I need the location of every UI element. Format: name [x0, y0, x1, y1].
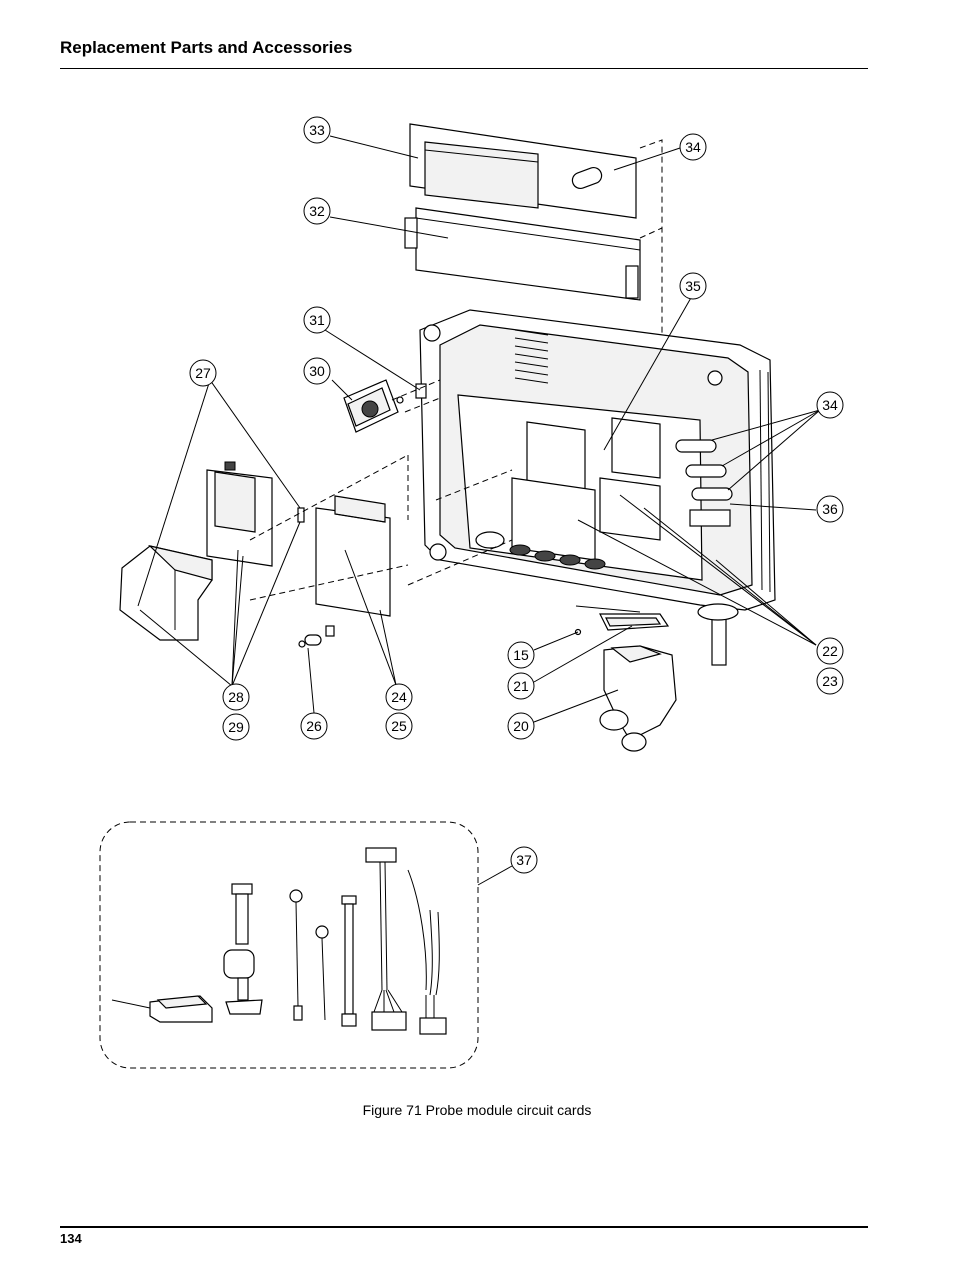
- svg-text:30: 30: [309, 363, 325, 379]
- header-rule: [60, 68, 868, 69]
- part-15-screw: [574, 605, 641, 636]
- callout-27: 27: [189, 359, 217, 387]
- page-number: 134: [60, 1231, 82, 1246]
- svg-text:23: 23: [822, 673, 838, 689]
- callout-34-right: 34: [816, 391, 844, 419]
- svg-text:28: 28: [228, 689, 244, 705]
- part-31-clip: [415, 383, 427, 399]
- callout-15: 15: [507, 641, 535, 669]
- svg-text:31: 31: [309, 312, 325, 328]
- section-header: Replacement Parts and Accessories: [60, 38, 353, 57]
- part-21-gasket: [599, 613, 670, 631]
- part-29-cover: [119, 544, 213, 641]
- svg-text:21: 21: [513, 678, 529, 694]
- svg-text:36: 36: [822, 501, 838, 517]
- callout-35: 35: [679, 272, 707, 300]
- callout-23: 23: [816, 667, 844, 695]
- callout-22: 22: [816, 637, 844, 665]
- callout-37: 37: [510, 846, 538, 874]
- callout-24: 24: [385, 683, 413, 711]
- part-32-power-module: [404, 207, 641, 301]
- callout-32: 32: [303, 197, 331, 225]
- part-27-standoff: [297, 507, 305, 523]
- svg-text:37: 37: [516, 852, 532, 868]
- svg-text:22: 22: [822, 643, 838, 659]
- svg-text:33: 33: [309, 122, 325, 138]
- part-24-card: [315, 495, 391, 617]
- callout-31: 31: [303, 306, 331, 334]
- callout-28: 28: [222, 683, 250, 711]
- svg-text:27: 27: [195, 365, 211, 381]
- part-28-card: [206, 461, 273, 567]
- callout-36: 36: [816, 495, 844, 523]
- svg-text:29: 29: [228, 719, 244, 735]
- svg-text:15: 15: [513, 647, 529, 663]
- svg-text:26: 26: [306, 718, 322, 734]
- part-26-ground-lug: [298, 625, 335, 648]
- callout-29: 29: [222, 713, 250, 741]
- callout-33: 33: [303, 116, 331, 144]
- part-30-fan: [343, 379, 404, 433]
- callout-20: 20: [507, 712, 535, 740]
- callout-30: 30: [303, 357, 331, 385]
- svg-text:24: 24: [391, 689, 407, 705]
- callout-26: 26: [300, 712, 328, 740]
- part-20-housing: [599, 645, 677, 752]
- callout-21: 21: [507, 672, 535, 700]
- part-34-battery: [571, 167, 603, 189]
- enclosure: [419, 309, 776, 666]
- cable-kit-group: 37: [99, 821, 538, 1069]
- svg-text:34: 34: [822, 397, 838, 413]
- svg-text:32: 32: [309, 203, 325, 219]
- svg-text:20: 20: [513, 718, 529, 734]
- footer-rule: [60, 1226, 868, 1228]
- callout-25: 25: [385, 712, 413, 740]
- figure-caption: Figure 71 Probe module circuit cards: [362, 1102, 592, 1118]
- callout-34-top: 34: [679, 133, 707, 161]
- svg-text:34: 34: [685, 139, 701, 155]
- leader-lines: [137, 135, 821, 723]
- svg-text:35: 35: [685, 278, 701, 294]
- svg-text:25: 25: [391, 718, 407, 734]
- part-33-board: [409, 123, 637, 219]
